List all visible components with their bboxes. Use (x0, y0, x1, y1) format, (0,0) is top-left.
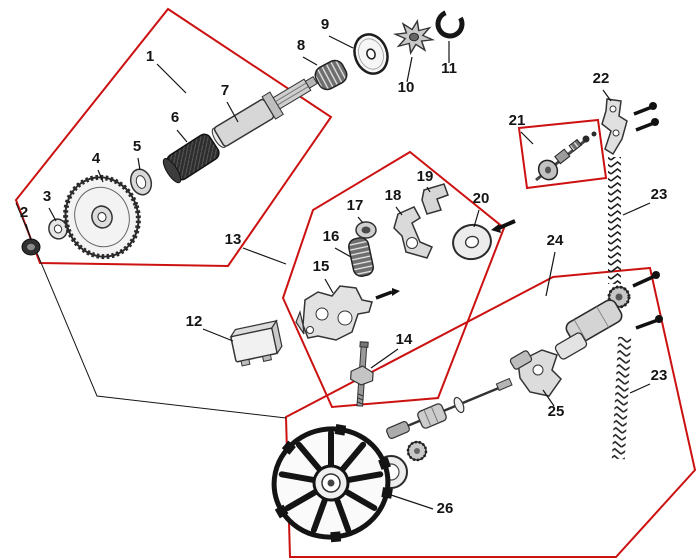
leader-line-4 (97, 169, 104, 183)
leader-line-24 (545, 251, 556, 297)
part-label-2: 2 (20, 204, 28, 221)
part-23-spring-top (608, 157, 621, 284)
leader-line-23b (629, 383, 651, 394)
leader-line-26 (384, 492, 434, 510)
part-15-mount-bracket (295, 285, 400, 341)
group-21-outline (517, 118, 608, 190)
leader-line-1 (156, 63, 187, 94)
part-8-worm-spring (314, 59, 348, 91)
part-14-stud-bolt (349, 341, 374, 407)
part-19-clip (421, 183, 449, 215)
leader-line-16 (334, 247, 352, 258)
part-label-3: 3 (43, 188, 51, 205)
part-label-23-top: 23 (651, 186, 668, 203)
leader-line-22 (602, 89, 612, 102)
part-2-bushing (21, 238, 41, 256)
leader-line-18 (395, 206, 403, 216)
group-24-outline (284, 266, 697, 558)
part-20-screw (491, 219, 516, 233)
part-label-6: 6 (171, 109, 179, 126)
leader-line-21 (520, 131, 534, 145)
part-22-bracket (601, 98, 628, 156)
part-label-18: 18 (385, 187, 402, 204)
part-5-washer (129, 168, 153, 196)
part-label-8: 8 (297, 37, 305, 54)
part-25-bracket (509, 349, 562, 397)
leader-line-15 (324, 278, 334, 294)
part-16-spring (348, 237, 374, 277)
group-connection-line (15, 202, 287, 419)
part-22-screws (633, 102, 659, 132)
part-6-clutch-gear (162, 133, 220, 184)
group-1-outline (14, 7, 333, 268)
part-label-21: 21 (509, 112, 526, 129)
part-label-13: 13 (225, 231, 242, 248)
leader-line-9 (328, 35, 354, 49)
part-label-17: 17 (347, 197, 364, 214)
leader-line-8 (302, 56, 318, 66)
leader-line-10 (406, 56, 413, 83)
part-label-14: 14 (396, 331, 413, 348)
leader-line-14 (370, 348, 399, 369)
part-10-star-gear (392, 19, 436, 55)
part-26-fan-wheel (271, 424, 393, 543)
part-label-9: 9 (321, 16, 329, 33)
part-label-15: 15 (313, 258, 330, 275)
part-21-idle-shaft-assembly (535, 131, 597, 182)
leader-lines (25, 35, 651, 510)
part-7-drive-shaft (211, 75, 318, 148)
part-label-5: 5 (133, 138, 141, 155)
part-label-10: 10 (398, 79, 415, 96)
part-11-circlip (435, 9, 465, 39)
leader-line-23a (622, 202, 651, 216)
leader-line-3 (48, 207, 57, 222)
part-label-11: 11 (441, 60, 457, 77)
part-label-20: 20 (473, 190, 490, 207)
part-label-25: 25 (548, 403, 565, 420)
leader-line-5 (137, 157, 141, 171)
leader-line-20 (473, 209, 480, 228)
kick-shaft-assembly (386, 377, 513, 440)
part-label-23-bottom: 23 (651, 367, 668, 384)
part-9-starter-disc (353, 33, 389, 75)
group-13-outline (281, 150, 506, 409)
part-label-19: 19 (417, 168, 434, 185)
part-4-pulley-disc (63, 174, 141, 260)
part-label-24: 24 (547, 232, 564, 249)
motor-screws (632, 271, 663, 330)
starter-motor-assembly (554, 285, 631, 360)
drive-gear (406, 440, 428, 462)
part-label-22: 22 (593, 70, 610, 87)
leader-line-19 (426, 186, 431, 193)
leader-line-12 (202, 328, 234, 342)
leader-line-17 (357, 216, 364, 224)
part-label-4: 4 (92, 150, 101, 167)
leader-line-25 (542, 389, 555, 407)
part-18-lock-bracket (393, 206, 434, 259)
part-12-cdi-box (229, 319, 283, 367)
leader-line-13 (242, 247, 287, 265)
part-20-roller-disc (452, 223, 492, 261)
part-label-16: 16 (323, 228, 340, 245)
part-label-1: 1 (146, 48, 154, 65)
part-label-12: 12 (186, 313, 203, 330)
part-label-26: 26 (437, 500, 454, 517)
part-23-spring-bottom (611, 336, 632, 460)
part-label-7: 7 (221, 82, 229, 99)
leader-line-2 (25, 223, 32, 241)
leader-line-7 (226, 101, 239, 123)
leader-line-6 (176, 129, 188, 143)
part-17-bushing (355, 221, 377, 239)
